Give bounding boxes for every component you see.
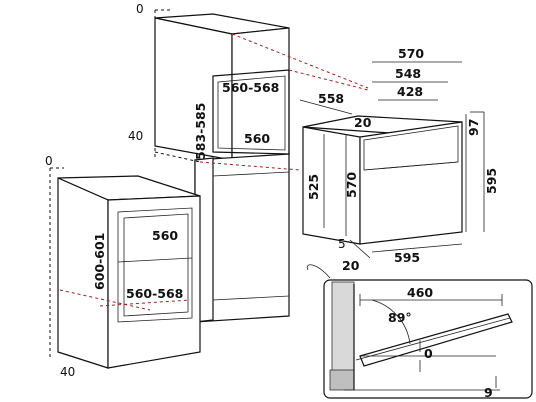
tall-top-offset: 0 — [136, 2, 144, 16]
oven-top-gap: 20 — [354, 115, 372, 130]
tall-opening-height: 583-585 — [193, 103, 208, 160]
oven-bottom-gap: 20 — [342, 258, 360, 273]
oven-depth-mid: 548 — [395, 66, 421, 81]
tall-opening-width: 560-568 — [222, 80, 279, 95]
oven-width-front: 595 — [394, 250, 420, 265]
detail-bottom: 9 — [484, 385, 493, 400]
under-depth: 560 — [152, 228, 178, 243]
detail-zero: 0 — [424, 346, 433, 361]
tall-base-offset: 40 — [128, 129, 143, 143]
oven-depth-side: 558 — [318, 91, 344, 106]
under-cabinet — [49, 167, 201, 369]
detail-door-depth: 460 — [407, 285, 433, 300]
oven-depth-inner: 428 — [397, 84, 423, 99]
under-top-offset: 0 — [45, 154, 53, 168]
oven-depth-total: 570 — [398, 46, 424, 61]
detail-angle: 89° — [388, 310, 412, 325]
under-base-offset: 40 — [60, 365, 75, 379]
under-opening-height: 600-601 — [92, 233, 107, 290]
oven-height-front: 570 — [344, 172, 359, 198]
oven-bottom-left: 5 — [338, 237, 346, 251]
oven-body — [302, 115, 463, 245]
under-opening-width: 560-568 — [126, 286, 183, 301]
tall-depth: 560 — [244, 131, 270, 146]
detail-callout — [306, 264, 533, 399]
oven-dimensions — [299, 61, 485, 259]
oven-top-right: 97 — [466, 119, 481, 136]
oven-height-body: 525 — [306, 174, 321, 200]
oven-height-total: 595 — [484, 168, 499, 194]
